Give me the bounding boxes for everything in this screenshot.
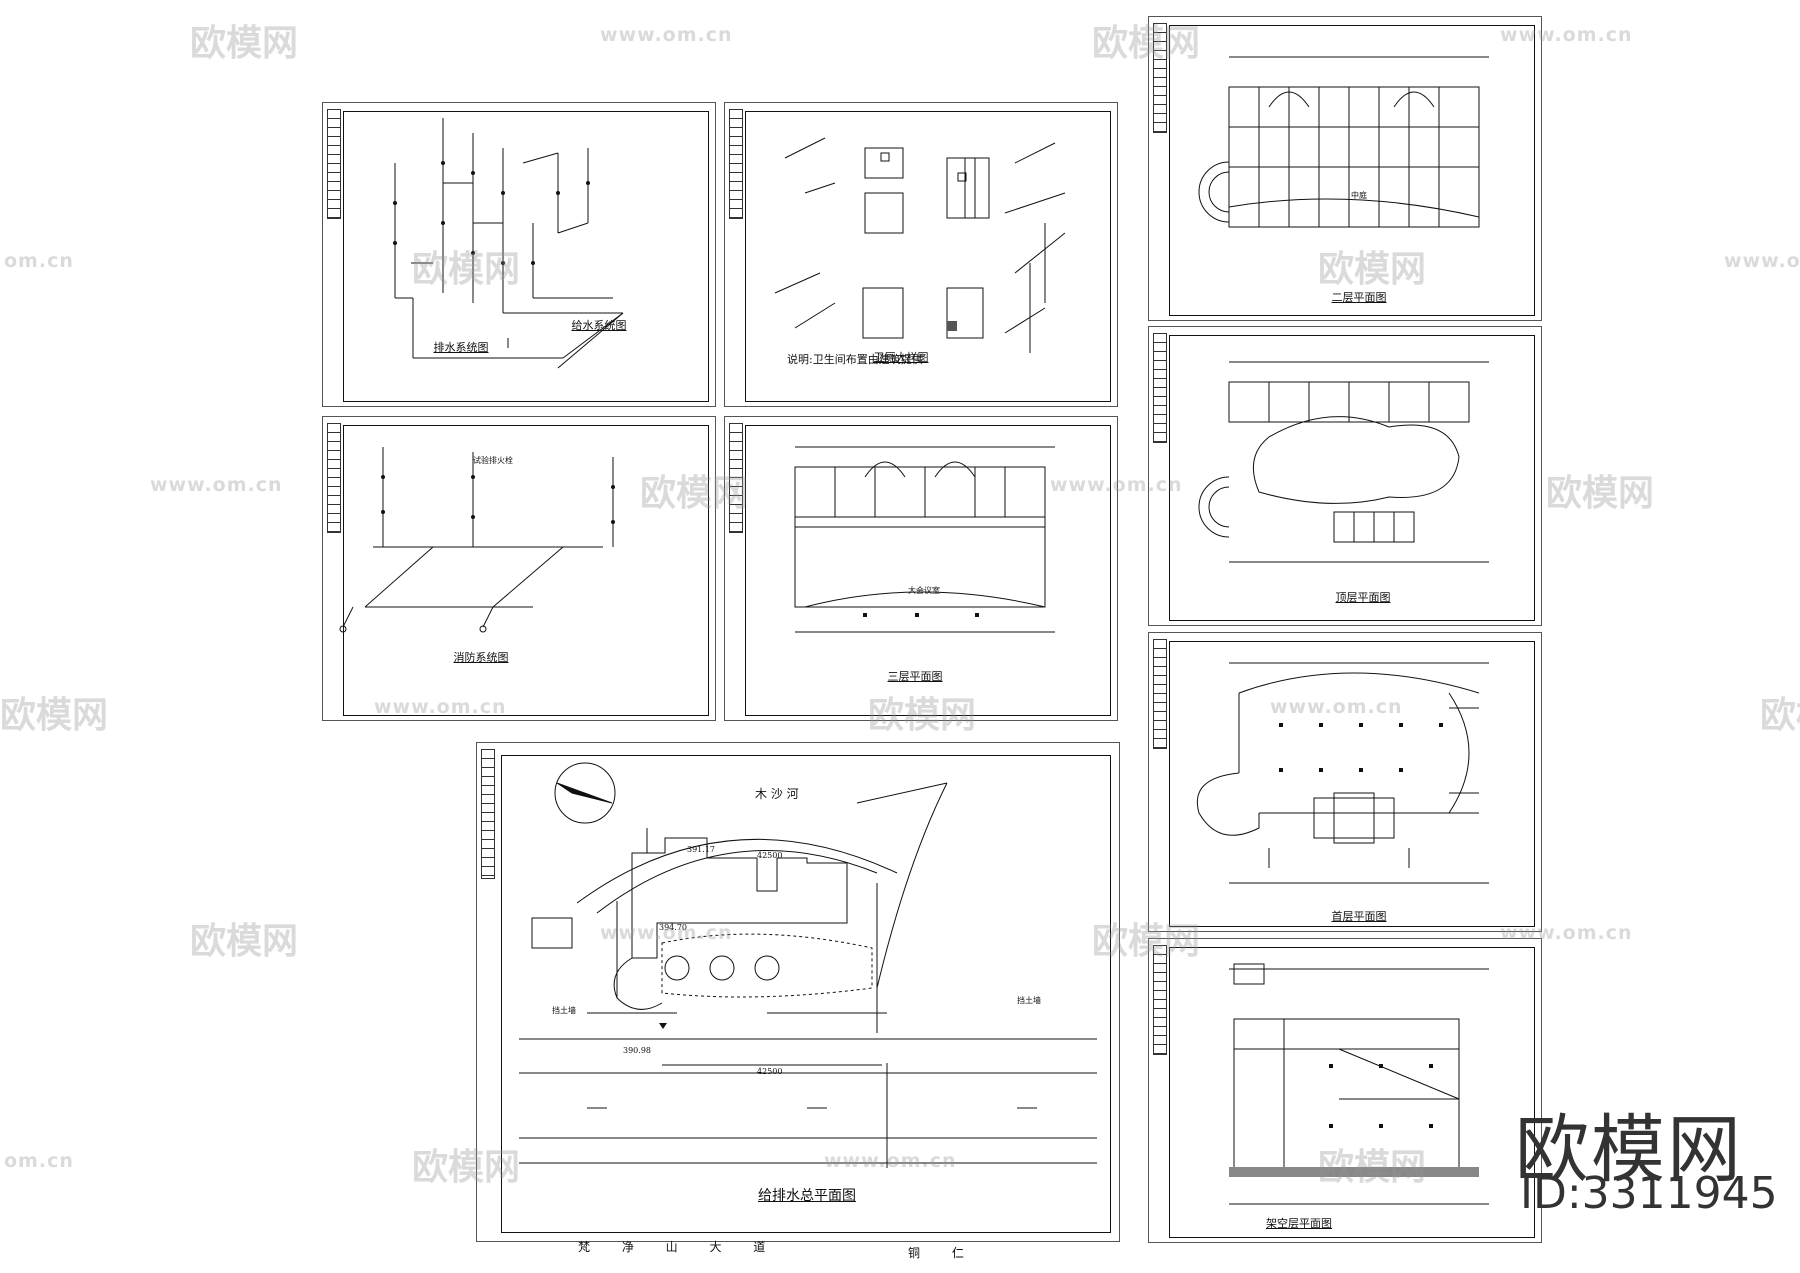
- third-floor-title: 三层平面图: [887, 670, 943, 683]
- sheet-border: [343, 425, 709, 716]
- sheet-toilet-detail[interactable]: 说明:卫生间布置由建筑提供 卫厕大样图: [724, 102, 1118, 407]
- title-strip: [1153, 639, 1167, 749]
- third-floor-plan: [794, 446, 1055, 633]
- title-strip: [729, 423, 743, 533]
- title-strip: [729, 109, 743, 219]
- toilet-note: 说明:卫生间布置由建筑提供: [787, 353, 923, 366]
- top-floor-plan: [1198, 361, 1489, 563]
- site-plan-drawing: [519, 762, 1097, 1168]
- ground-floor-title: 首层平面图: [1331, 910, 1387, 923]
- site-wall-left: 挡土墙: [552, 1006, 576, 1015]
- fire-label: 试验排火栓: [473, 456, 513, 465]
- site-elev-2: 394.70: [659, 923, 687, 932]
- street-label-2: 铜 仁: [908, 1246, 978, 1260]
- sheet-ground-floor[interactable]: 首层平面图: [1148, 632, 1542, 932]
- basement-floor-plan: [1229, 963, 1489, 1205]
- sheet-border: [745, 111, 1111, 402]
- watermark-url: www.om.cn: [600, 24, 733, 46]
- title-strip: [1153, 333, 1167, 443]
- toilet-title: 卫厕大样图: [873, 351, 929, 364]
- second-floor-plan: [1198, 56, 1489, 228]
- site-river: 木 沙 河: [755, 787, 799, 801]
- watermark-url: om.cn: [4, 1150, 74, 1172]
- watermark-logo: 欧模网: [1546, 473, 1655, 514]
- site-wall-right: 挡土墙: [1017, 996, 1041, 1005]
- drainage-title: 排水系统图: [433, 341, 489, 354]
- title-strip: [1153, 945, 1167, 1055]
- brand-name: 欧模网: [1515, 1107, 1743, 1193]
- ground-floor-plan: [1197, 662, 1489, 884]
- watermark-url: www.om.cn: [150, 474, 283, 496]
- watermark-logo: 欧模网: [190, 921, 299, 962]
- watermark-logo: 欧模网: [0, 695, 109, 736]
- water-supply-title: 给水系统图: [571, 319, 627, 332]
- sheet-border: [343, 111, 709, 402]
- site-dim-bottom: 42500: [757, 1067, 783, 1076]
- sheet-site-plan[interactable]: 木 沙 河 挡土墙 挡土墙 391.17 394.70 390.98 42500…: [476, 742, 1120, 1242]
- sheet-border: [1169, 25, 1535, 316]
- sheet-top-floor[interactable]: 顶层平面图: [1148, 326, 1542, 626]
- sheet-fire-system[interactable]: 试验排火栓 消防系统图: [322, 416, 716, 721]
- sheet-border: [501, 755, 1111, 1233]
- watermark-url: www.om.cn: [1724, 250, 1800, 272]
- third-floor-room: 大会议室: [908, 586, 940, 595]
- toilet-detail-diagram: [774, 137, 1066, 353]
- fire-system-diagram: [339, 447, 615, 633]
- brand-id: ID:3311945: [1520, 1168, 1778, 1219]
- title-strip: [327, 109, 341, 219]
- site-elev-1: 391.17: [687, 845, 715, 854]
- second-floor-title: 二层平面图: [1331, 291, 1387, 304]
- title-strip: [1153, 23, 1167, 133]
- watermark-logo: 欧模网: [190, 23, 299, 64]
- site-elev-3: 390.98: [623, 1046, 651, 1055]
- sheet-border: [1169, 947, 1535, 1238]
- sheet-second-floor[interactable]: 中庭 二层平面图: [1148, 16, 1542, 321]
- site-dim-top: 42500: [757, 851, 783, 860]
- watermark-url: om.cn: [4, 250, 74, 272]
- second-floor-room: 中庭: [1351, 191, 1367, 200]
- drainage-system-diagram: [393, 118, 624, 369]
- sheet-third-floor[interactable]: 大会议室 三层平面图: [724, 416, 1118, 721]
- sheet-border: [745, 425, 1111, 716]
- title-strip: [327, 423, 341, 533]
- fire-title: 消防系统图: [453, 651, 509, 664]
- sheet-drainage-system[interactable]: 排水系统图 给水系统图: [322, 102, 716, 407]
- watermark-logo: 欧模网: [1760, 695, 1800, 736]
- site-plan-title: 给排水总平面图: [758, 1188, 856, 1204]
- sheet-border: [1169, 641, 1535, 927]
- street-label: 梵 净 山 大 道: [578, 1240, 780, 1254]
- top-floor-title: 顶层平面图: [1335, 591, 1391, 604]
- basement-floor-title: 架空层平面图: [1266, 1217, 1332, 1230]
- sheet-basement-floor[interactable]: 架空层平面图: [1148, 938, 1542, 1243]
- sheet-border: [1169, 335, 1535, 621]
- title-strip: [481, 749, 495, 879]
